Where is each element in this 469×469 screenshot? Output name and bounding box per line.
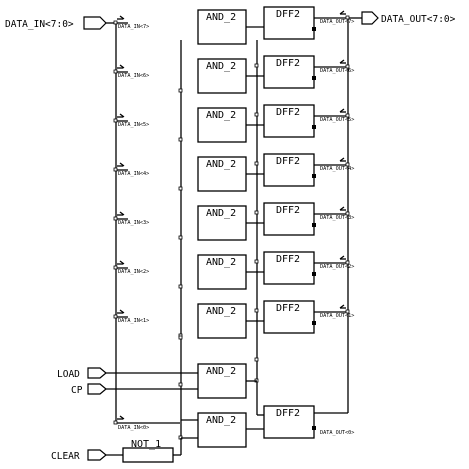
data-out-tap-label-7: DATA_OUT<7> [320,19,354,25]
dff-label-3: DFF2 [276,205,300,216]
not-gate-label: NOT_1 [131,439,161,450]
dff-row-6 [263,55,315,89]
load-label: LOAD [57,369,80,380]
clear-label: CLEAR [51,451,80,462]
not-gate: NOT_1 [122,438,182,463]
data-in-tap-label-0: DATA_IN<0> [118,425,149,431]
data-in-tap-label-4: DATA_IN<4> [118,171,149,177]
data-in-label: DATA_IN<7:0> [5,19,74,30]
dff-row-5 [263,104,315,138]
data-out-tap-label-1: DATA_OUT<1> [320,313,354,319]
data-in-tap-label-6: DATA_IN<6> [118,73,149,79]
and-gate-row-3 [197,205,247,241]
data-out-tap-label-2: DATA_OUT<2> [320,264,354,270]
data-out-tap-label-3: DATA_OUT<3> [320,215,354,221]
data-out-tap-label-6: DATA_OUT<6> [320,68,354,74]
dff-label-4: DFF2 [276,156,300,167]
and-gate-label-7: AND_2 [206,12,236,23]
data-in-port: DATA_IN<7:0> [5,16,116,30]
and-gate-clock-label: AND_2 [206,366,236,377]
and-gate-row-0-label: AND_2 [206,415,236,426]
cp-port: CP [71,383,198,396]
data-out-tap-label-4: DATA_OUT<4> [320,166,354,172]
dff-label-1: DFF2 [276,303,300,314]
and-gate-row-5 [197,107,247,143]
and-gate-label-2: AND_2 [206,257,236,268]
data-out-tap-row-0: DATA_OUT<0> [320,430,354,436]
and-gate-row-4 [197,156,247,192]
data-out-label: DATA_OUT<7:0> [381,14,456,25]
data-out-tap-label-5: DATA_OUT<5> [320,117,354,123]
dff-label-5: DFF2 [276,107,300,118]
and-gate-row-7 [197,9,247,45]
dff-label-2: DFF2 [276,254,300,265]
and-gate-row-0: AND_2 [181,412,264,448]
data-in-tap-label-2: DATA_IN<2> [118,269,149,275]
data-in-tap-row-0: DATA_IN<0> [113,415,180,431]
dff-row-1 [263,300,315,334]
clear-port: CLEAR [51,449,123,462]
dff-label-6: DFF2 [276,58,300,69]
data-out-tap-label-0: DATA_OUT<0> [320,430,354,436]
and-gate-label-4: AND_2 [206,159,236,170]
dff-row-4 [263,153,315,187]
dff-label-7: DFF2 [276,9,300,20]
load-port: LOAD [57,367,198,380]
dff-row-3 [263,202,315,236]
data-in-tap-label-1: DATA_IN<1> [118,318,149,324]
dff-row-0: DFF2 [257,405,348,439]
data-in-tap-label-7: DATA_IN<7> [118,24,149,30]
and-gate-label-6: AND_2 [206,61,236,72]
and-gate-label-1: AND_2 [206,306,236,317]
dff-row-0-label: DFF2 [276,408,300,419]
cp-label: CP [71,385,83,396]
dff-row-7 [263,6,315,40]
and-gate-clock: AND_2 [197,363,257,399]
data-in-tap-label-5: DATA_IN<5> [118,122,149,128]
data-in-tap-label-3: DATA_IN<3> [118,220,149,226]
and-gate-label-5: AND_2 [206,110,236,121]
dff-row-2 [263,251,315,285]
and-gate-label-3: AND_2 [206,208,236,219]
and-gate-row-6 [197,58,247,94]
data-out-port: DATA_OUT<7:0> [348,11,456,25]
